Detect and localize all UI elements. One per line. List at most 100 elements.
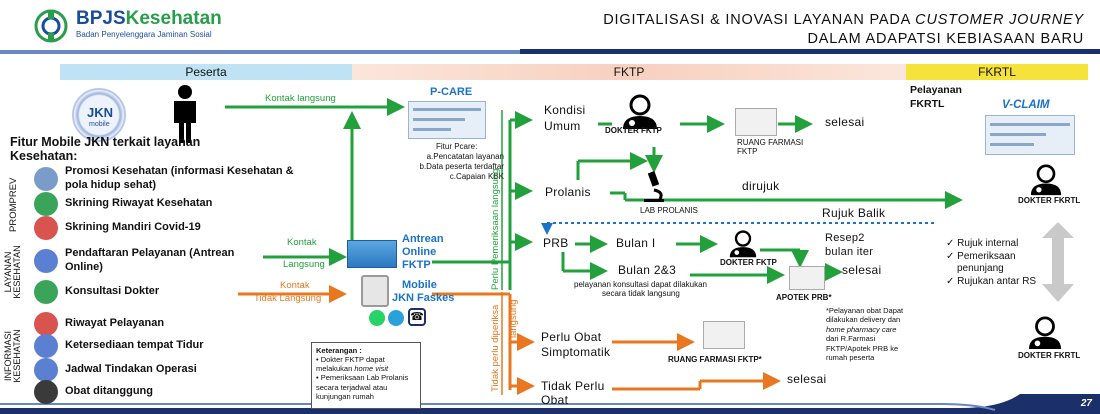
pelayanan-fkrtl-label-2: FKRTL xyxy=(910,98,945,110)
dirujuk-label: dirujuk xyxy=(742,179,780,193)
bed-icon xyxy=(34,334,58,358)
feature-obat[interactable]: Obat ditanggung xyxy=(34,380,334,406)
kontak-tidak-label-1: Kontak xyxy=(280,280,310,291)
category-informasi-text: INFORMASI KESEHATAN xyxy=(3,329,22,383)
category-informasi: INFORMASI KESEHATAN xyxy=(3,320,22,392)
keterangan-item-2: • Pemeriksaan Lab Prolanis secara terjad… xyxy=(316,373,409,401)
prb-label: PRB xyxy=(543,236,569,250)
doctor-fkrtl-icon xyxy=(1030,164,1062,196)
feature-skrining-riwayat[interactable]: Skrining Riwayat Kesehatan xyxy=(34,192,334,216)
vclaim-bar-2 xyxy=(990,133,1046,136)
pcare-screenshot xyxy=(408,101,486,139)
check-item: ✓ Rujuk internal xyxy=(946,238,1019,249)
person-icon xyxy=(174,85,196,143)
kontak-tidak-label-2: Tidak Langsung xyxy=(254,293,322,304)
dokter-fkrtl-label-1: DOKTER FKRTL xyxy=(1018,196,1081,205)
ruang-farmasi-image xyxy=(735,108,777,136)
vclaim-screenshot xyxy=(985,115,1075,155)
fitur-pcare-list: a.Pencatatan layanan b.Data peserta terd… xyxy=(404,152,505,182)
band-fkrtl: FKRTL xyxy=(906,64,1088,80)
fitur-title: Fitur Mobile JKN terkait layanan Kesehat… xyxy=(10,135,201,164)
pelayanan-fkrtl-label-1: Pelayanan xyxy=(910,84,962,96)
doctor-chat-icon xyxy=(34,280,58,304)
fkrtl-checklist: ✓ Rujuk internal ✓ Pemeriksaan penunjang… xyxy=(946,238,1042,288)
keterangan-item-text: Pemeriksaan Lab Prolanis secara terjadwa… xyxy=(316,373,409,401)
vclaim-bar-1 xyxy=(990,123,1070,126)
feature-label: Skrining Mandiri Covid-19 xyxy=(65,221,201,233)
fitur-pcare-item: a.Pencatatan layanan xyxy=(426,152,504,161)
virus-icon xyxy=(34,216,58,240)
dokter-fktp-label: DOKTER FKTP xyxy=(605,126,662,135)
prolanis-label: Prolanis xyxy=(545,185,591,199)
kondisi-umum-label-1: Kondisi xyxy=(544,103,586,117)
jkn-logo-sub: mobile xyxy=(89,121,110,128)
check-item: ✓ Pemeriksaan penunjang xyxy=(946,250,1016,275)
apotek-note-line: home pharmacy care xyxy=(826,324,897,334)
fitur-pcare-item: b.Data peserta terdaftar xyxy=(419,162,505,171)
selesai-2: selesai xyxy=(842,263,882,277)
bulan-23-label: Bulan 2&3 xyxy=(618,263,677,277)
header-bar xyxy=(0,50,520,54)
vclaim-title: V-CLAIM xyxy=(1002,99,1050,111)
bulan-1-label: Bulan I xyxy=(616,236,656,250)
feature-label: Konsultasi Dokter xyxy=(65,285,160,297)
mobile-faskes-label-1: Mobile xyxy=(402,279,437,291)
apotek-note-line: dilakukan delivery dan xyxy=(826,315,901,325)
resep2-label-1: Resep2 xyxy=(825,232,865,244)
vertical-orange-label-2: langsung xyxy=(508,299,519,338)
feature-jadwal-operasi[interactable]: Jadwal Tindakan Operasi xyxy=(34,358,334,382)
registration-icon xyxy=(34,249,58,273)
dokter-fktp-label-2: DOKTER FKTP xyxy=(720,258,777,267)
feature-label: Jadwal Tindakan Operasi xyxy=(65,363,197,375)
vclaim-bar-3 xyxy=(990,143,1034,146)
feature-label: Obat ditanggung xyxy=(65,385,153,397)
feature-pendaftaran[interactable]: Pendaftaran Pelayanan (Antrean Online) xyxy=(34,246,334,276)
fitur-pcare-item: c.Capaian KBK xyxy=(449,172,504,181)
feature-skrining-covid[interactable]: Skrining Mandiri Covid-19 xyxy=(34,216,334,240)
perlu-obat-label-1: Perlu Obat xyxy=(541,330,602,344)
history-icon xyxy=(34,312,58,336)
bpjs-logo-icon xyxy=(34,9,68,43)
lab-prolanis-label: LAB PROLANIS xyxy=(640,206,698,215)
feature-tempat-tidur[interactable]: Ketersediaan tempat Tidur xyxy=(34,334,334,358)
keterangan-box: Keterangan : • Dokter FKTP dapat melakuk… xyxy=(311,342,421,409)
feature-label: Riwayat Pelayanan xyxy=(65,317,165,329)
vertical-green-label: Perlu Pemeriksaan langsung xyxy=(490,168,501,290)
pcare-title: P-CARE xyxy=(430,86,473,98)
jkn-logo-text: JKN xyxy=(87,105,114,120)
prb-note-1: pelayanan konsultasi dapat dilakukan xyxy=(574,280,707,289)
category-layanan: LAYANAN KESEHATAN xyxy=(3,242,22,302)
feature-promosi[interactable]: Promosi Kesehatan (informasi Kesehatan &… xyxy=(34,164,334,194)
doctor-icon-2 xyxy=(729,230,757,258)
feature-konsultasi[interactable]: Konsultasi Dokter xyxy=(34,280,334,304)
mobile-faskes-label-2: JKN Faskes xyxy=(392,292,455,304)
phone-icon[interactable]: ☎ xyxy=(408,308,426,326)
check-item-text: Rujuk internal xyxy=(957,238,1019,249)
fitur-pcare-title: Fitur Pcare: xyxy=(436,142,478,151)
band-peserta: Peserta xyxy=(60,64,352,80)
dokter-fkrtl-label-2: DOKTER FKRTL xyxy=(1018,351,1081,360)
resep2-label-2: bulan iter xyxy=(825,246,874,258)
telegram-icon[interactable] xyxy=(388,310,404,326)
brand-name: BPJSKesehatan xyxy=(76,8,222,29)
page-title-line1: DIGITALISASI & INOVASI LAYANAN PADA CUST… xyxy=(603,12,1084,28)
pcare-bar-2 xyxy=(413,118,465,121)
keterangan-item-1: • Dokter FKTP dapat melakukan home visit xyxy=(316,355,389,374)
whatsapp-icon[interactable] xyxy=(369,310,385,326)
check-item-text: Pemeriksaan penunjang xyxy=(957,250,1016,275)
ruang-farmasi-fktp-star: RUANG FARMASI FKTP* xyxy=(668,355,762,364)
kontak-langsung-label-2: Langsung xyxy=(283,259,325,270)
page-number: 27 xyxy=(1080,398,1092,409)
feature-label: Ketersediaan tempat Tidur xyxy=(65,339,204,351)
check-item: ✓ Rujukan antar RS xyxy=(946,275,1037,287)
pcare-bar-3 xyxy=(413,128,451,131)
prb-note-2: secara tidak langsung xyxy=(602,289,680,298)
feature-riwayat-pelayanan[interactable]: Riwayat Pelayanan xyxy=(34,312,334,336)
selesai-3: selesai xyxy=(787,372,827,386)
antrean-label-2: Online xyxy=(402,246,437,258)
kontak-langsung-top: Kontak langsung xyxy=(265,93,336,104)
header-bar-dark xyxy=(520,49,1100,54)
doctor-fkrtl-icon-2 xyxy=(1028,316,1062,350)
kondisi-umum-label-2: Umum xyxy=(544,119,581,133)
